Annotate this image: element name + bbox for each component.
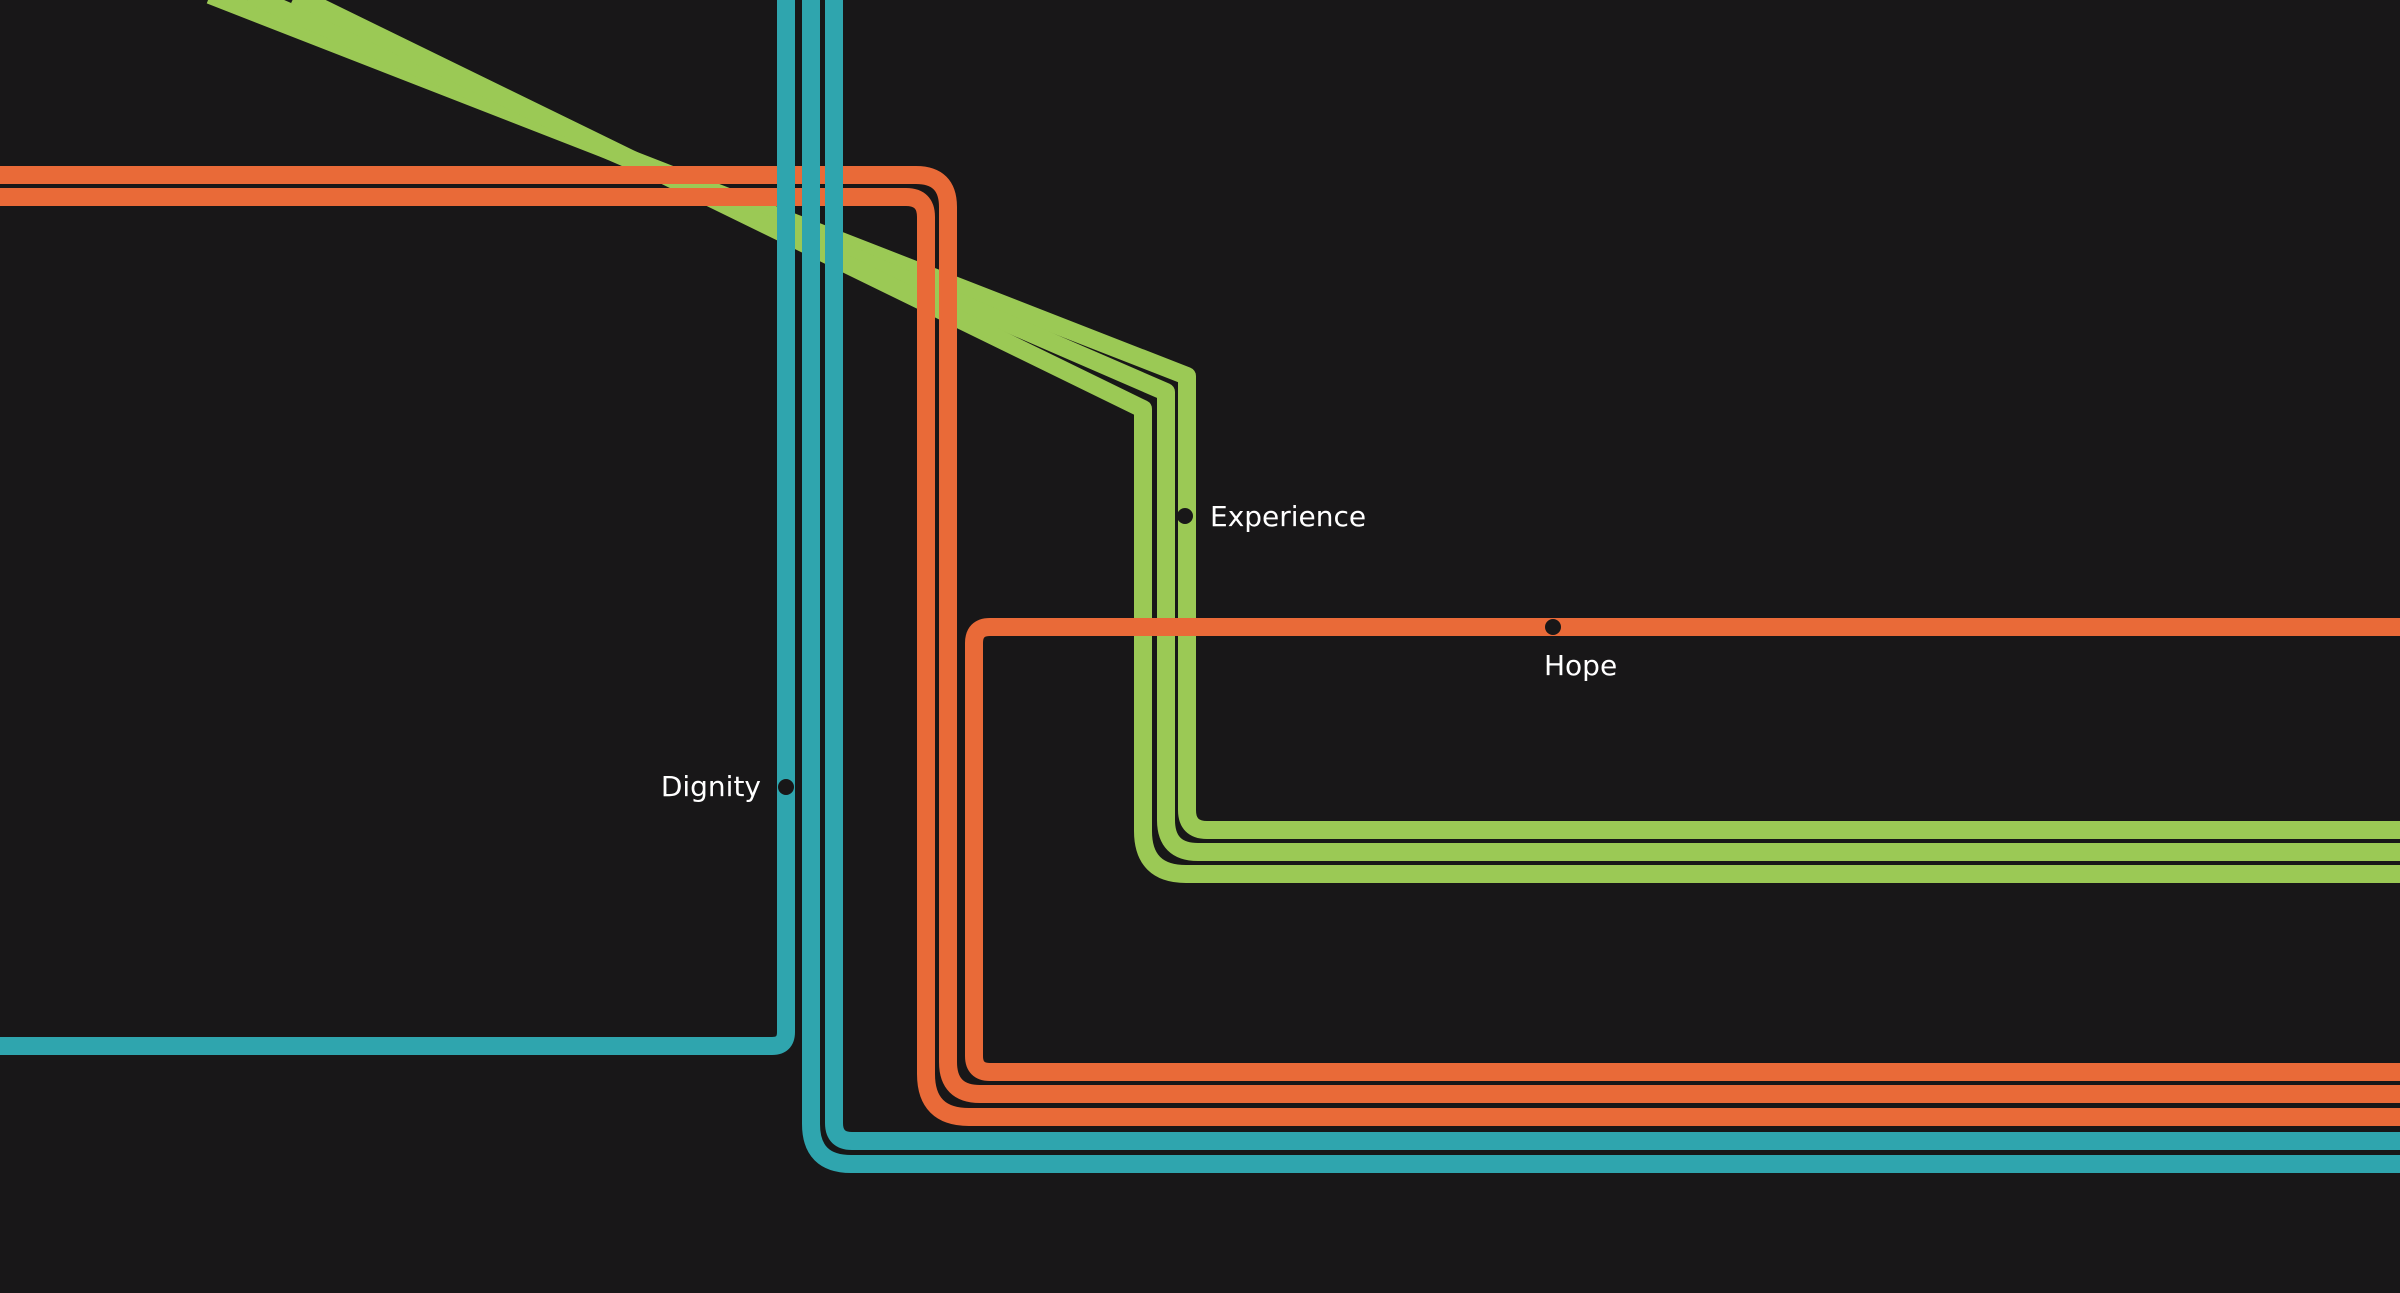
- green-line-1: [206, 0, 2400, 839]
- station-hope-dot: [1545, 619, 1561, 635]
- station-experience-label: Experience: [1210, 500, 1366, 533]
- station-dignity[interactable]: Dignity: [661, 770, 794, 803]
- station-dignity-label: Dignity: [661, 770, 761, 803]
- teal-line-group: [0, 0, 2400, 1173]
- teal-line-2: [802, 0, 2400, 1173]
- station-hope-label: Hope: [1544, 649, 1617, 682]
- station-dignity-dot: [778, 779, 794, 795]
- station-hope[interactable]: Hope: [1544, 619, 1617, 682]
- station-experience-dot: [1177, 508, 1193, 524]
- green-line-3: [291, 0, 2400, 883]
- teal-line-3: [825, 0, 2400, 1150]
- orange-line-group: [0, 166, 2400, 1126]
- orange-line-hope: [965, 618, 2400, 1081]
- orange-line-top-1: [0, 166, 2400, 1103]
- orange-line-top-2: [0, 188, 2400, 1126]
- teal-line-dignity: [0, 0, 795, 1055]
- station-experience[interactable]: Experience: [1177, 500, 1366, 533]
- green-line-group: [206, 0, 2400, 883]
- green-line-2: [246, 0, 2400, 861]
